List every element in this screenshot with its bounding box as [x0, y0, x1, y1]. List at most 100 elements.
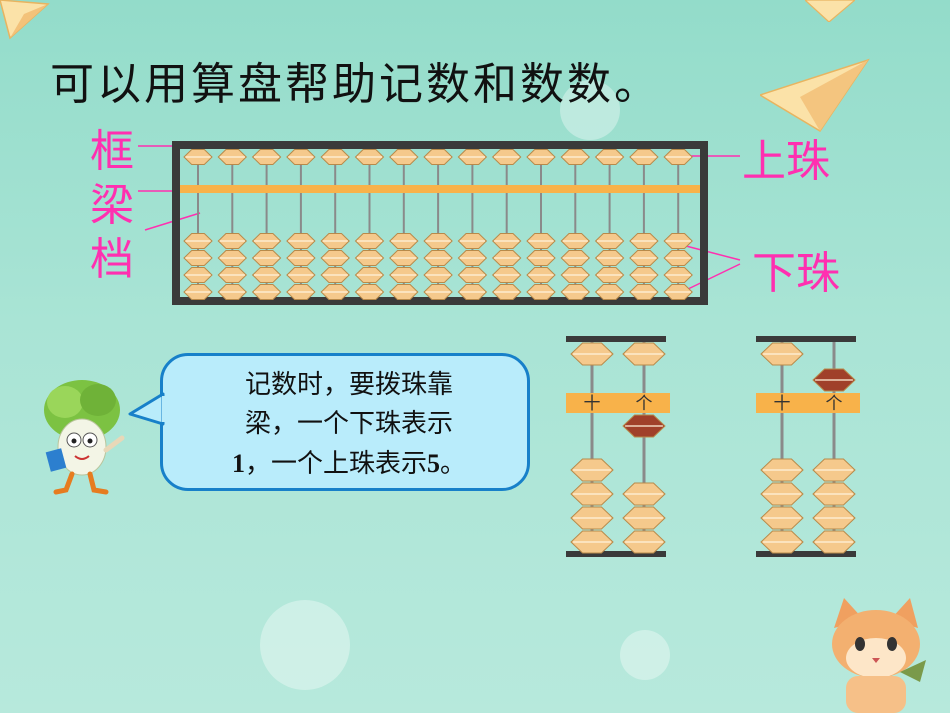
- lower-bead: [760, 530, 804, 554]
- lower-bead: [491, 284, 522, 300]
- lower-bead: [570, 458, 614, 482]
- lower-bead: [251, 284, 282, 300]
- upper-bead: [354, 149, 385, 165]
- lower-bead: [389, 233, 419, 249]
- upper-bead: [560, 149, 591, 165]
- lower-bead: [457, 267, 488, 283]
- abacus: [138, 141, 741, 305]
- bubble-tail: [128, 392, 168, 426]
- upper-bead: [594, 149, 625, 165]
- lower-bead: [286, 284, 316, 300]
- abacus-beam: [180, 185, 700, 193]
- lower-bead: [663, 233, 693, 249]
- lower-bead: [560, 267, 591, 283]
- lower-bead: [217, 250, 248, 266]
- lower-bead: [251, 267, 282, 283]
- lower-bead: [760, 482, 804, 506]
- lower-bead: [354, 250, 385, 266]
- upper-bead: [760, 342, 804, 366]
- lower-bead: [629, 250, 659, 266]
- lower-bead: [594, 233, 625, 249]
- lower-bead: [286, 233, 316, 249]
- lower-bead: [570, 530, 614, 554]
- beam-label-tens: 十: [584, 394, 601, 414]
- bubble-line-1: 记数时，要拨珠靠: [244, 370, 453, 400]
- lower-bead: [570, 506, 614, 530]
- cabbage-character-icon: [44, 380, 125, 495]
- upper-bead: [286, 149, 316, 165]
- frame-top: [756, 336, 856, 342]
- lower-bead: [320, 284, 350, 300]
- active-lower-bead: [622, 414, 666, 438]
- lower-bead: [491, 250, 522, 266]
- lower-bead: [251, 250, 282, 266]
- active-upper-bead: [812, 368, 856, 392]
- background-bubble: [560, 80, 620, 140]
- lower-bead: [560, 284, 591, 300]
- small-abacus-two: 十 个: [756, 336, 860, 557]
- lower-bead: [354, 267, 385, 283]
- lower-bead: [183, 267, 213, 283]
- background-bubble: [260, 600, 350, 690]
- frame-bottom: [756, 551, 856, 557]
- frame-top: [566, 336, 666, 342]
- label-lower-bead: 下珠: [752, 248, 840, 299]
- upper-bead: [526, 149, 556, 165]
- lower-bead: [491, 233, 522, 249]
- lower-bead: [812, 530, 856, 554]
- pointer-line: [685, 263, 741, 291]
- paper-plane-icon: [0, 0, 50, 40]
- lower-bead: [526, 233, 556, 249]
- upper-bead: [423, 149, 453, 165]
- lower-bead: [320, 233, 350, 249]
- beam-label-tens: 十: [774, 394, 791, 414]
- lower-bead: [629, 284, 659, 300]
- lower-bead: [812, 506, 856, 530]
- lower-bead: [663, 284, 693, 300]
- number-five: 5: [427, 449, 440, 478]
- lower-bead: [286, 250, 316, 266]
- upper-bead: [251, 149, 282, 165]
- lower-bead: [760, 458, 804, 482]
- bubble-text: 记数时，要拨珠靠 梁，一个下珠表示 1，一个上珠表示5。: [189, 366, 509, 484]
- paper-plane-icon: [760, 58, 870, 133]
- lower-bead: [594, 284, 625, 300]
- lower-bead: [629, 267, 659, 283]
- lower-bead: [183, 250, 213, 266]
- lower-bead: [423, 250, 453, 266]
- lower-bead: [389, 250, 419, 266]
- lower-bead: [663, 250, 693, 266]
- lower-bead: [320, 250, 350, 266]
- lower-bead: [183, 233, 213, 249]
- lower-bead: [457, 284, 488, 300]
- lower-bead: [389, 267, 419, 283]
- bubble-line-3: 1，一个上珠表示5。: [189, 444, 509, 484]
- lower-bead: [526, 267, 556, 283]
- paper-plane-icon: [805, 0, 855, 22]
- beam-label-ones: 个: [636, 394, 653, 414]
- upper-bead: [663, 149, 693, 165]
- page-title: 可以用算盘帮助记数和数数。: [50, 59, 661, 110]
- lower-bead: [491, 267, 522, 283]
- upper-bead: [217, 149, 248, 165]
- lower-bead: [622, 530, 666, 554]
- lower-bead: [663, 267, 693, 283]
- upper-bead: [570, 342, 614, 366]
- upper-bead: [320, 149, 350, 165]
- lower-bead: [457, 250, 488, 266]
- bubble-line-3-mid: ，一个上珠表示: [244, 449, 427, 479]
- speech-bubble: 记数时，要拨珠靠 梁，一个下珠表示 1，一个上珠表示5。: [160, 353, 530, 491]
- lower-bead: [570, 482, 614, 506]
- lower-bead: [354, 284, 385, 300]
- beam-label-ones: 个: [826, 394, 843, 414]
- abacus-frame: [172, 141, 708, 305]
- number-one: 1: [231, 449, 245, 478]
- lower-bead: [560, 233, 591, 249]
- upper-bead: [491, 149, 522, 165]
- pointer-line: [685, 245, 741, 261]
- lower-bead: [457, 233, 488, 249]
- cat-character-icon: [832, 598, 926, 713]
- bubble-line-3-end: 。: [440, 449, 467, 479]
- lower-bead: [629, 233, 659, 249]
- frame-bottom: [566, 551, 666, 557]
